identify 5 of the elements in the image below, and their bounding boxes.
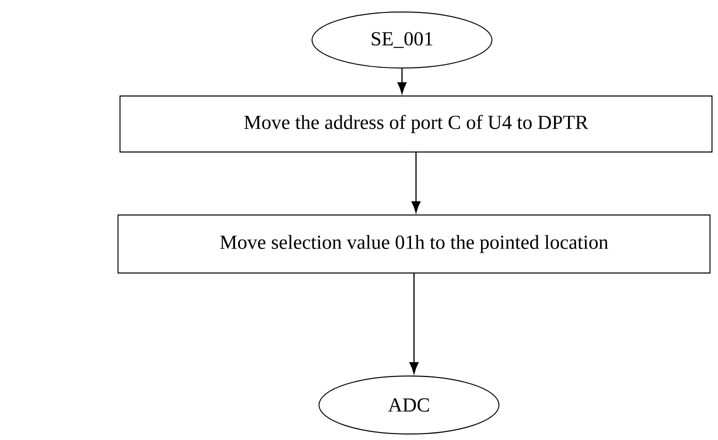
process-box: Move selection value 01h to the pointed location xyxy=(118,214,710,274)
process-box: Move the address of port C of U4 to DPTR xyxy=(120,96,712,152)
arrow xyxy=(411,152,421,213)
arrow xyxy=(397,68,407,94)
arrow xyxy=(409,273,419,374)
